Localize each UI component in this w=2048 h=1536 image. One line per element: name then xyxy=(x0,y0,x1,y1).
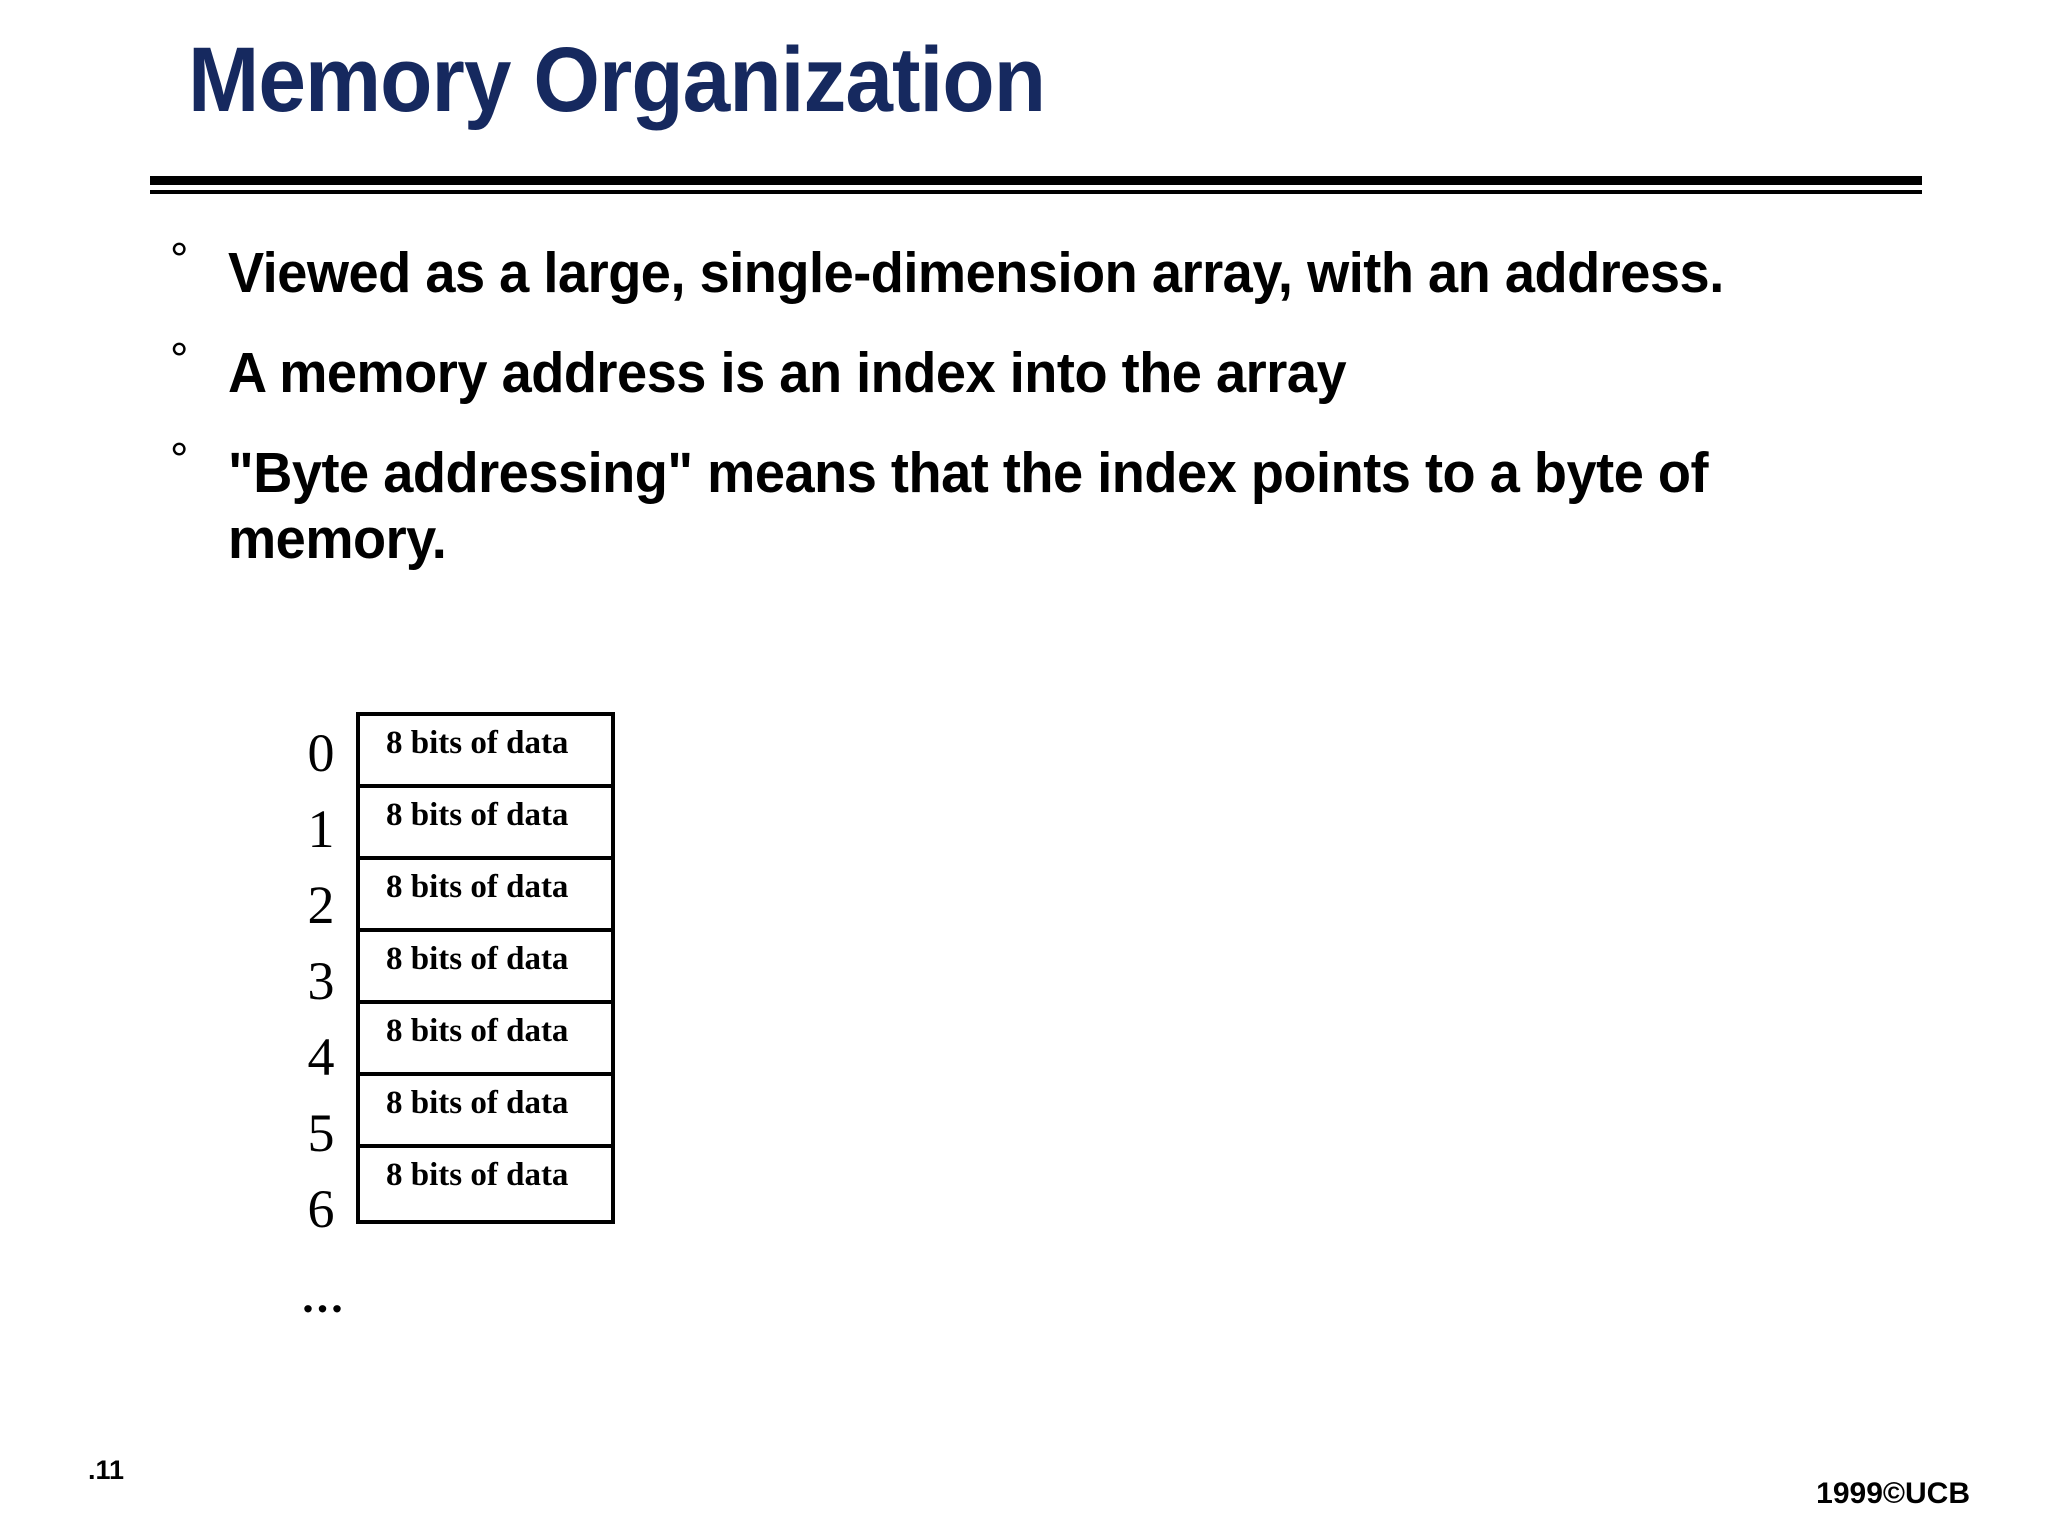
bullet-text-2: A memory address is an index into the ar… xyxy=(228,341,1347,405)
memory-row: 8 bits of data xyxy=(360,1148,611,1220)
page-title: Memory Organization xyxy=(188,29,1046,131)
memory-index-1: 1 xyxy=(307,799,335,859)
bullet-text-3: "Byte addressing" means that the index p… xyxy=(228,441,1709,571)
bullet-item-2: ° A memory address is an index into the … xyxy=(170,336,1960,406)
memory-cell-text: 8 bits of data xyxy=(386,797,569,833)
title-block: Memory Organization xyxy=(150,28,1925,194)
memory-index-4: 4 xyxy=(307,1027,335,1087)
memory-row: 8 bits of data xyxy=(360,716,611,788)
memory-row: 8 bits of data xyxy=(360,932,611,1004)
memory-row: 8 bits of data xyxy=(360,1076,611,1148)
bullet-text-1: Viewed as a large, single-dimension arra… xyxy=(228,241,1724,305)
memory-cell-text: 8 bits of data xyxy=(386,725,569,761)
memory-cell-text: 8 bits of data xyxy=(386,869,569,905)
memory-table: 8 bits of data 8 bits of data 8 bits of … xyxy=(356,712,615,1224)
memory-cell-text: 8 bits of data xyxy=(386,1013,569,1049)
memory-index-3: 3 xyxy=(307,951,335,1011)
bullet-item-1: ° Viewed as a large, single-dimension ar… xyxy=(170,236,1960,306)
memory-row: 8 bits of data xyxy=(360,1004,611,1076)
footer-page-number: .11 xyxy=(88,1455,125,1485)
degree-bullet-icon: ° xyxy=(170,433,189,485)
memory-cell-text: 8 bits of data xyxy=(386,941,569,977)
title-rule-thick xyxy=(150,176,1922,185)
memory-index-0: 0 xyxy=(307,723,335,783)
bullet-list: ° Viewed as a large, single-dimension ar… xyxy=(170,236,1960,606)
title-rule-thin xyxy=(150,190,1922,194)
memory-row: 8 bits of data xyxy=(360,788,611,860)
degree-bullet-icon: ° xyxy=(170,233,189,285)
memory-cell-text: 8 bits of data xyxy=(386,1157,569,1193)
memory-row: 8 bits of data xyxy=(360,860,611,932)
bullet-item-3: ° "Byte addressing" means that the index… xyxy=(170,436,1960,572)
footer-copyright: 1999©UCB xyxy=(1816,1477,1970,1510)
memory-index-2: 2 xyxy=(307,875,335,935)
memory-index-6: 6 xyxy=(307,1179,335,1239)
memory-index-5: 5 xyxy=(307,1103,335,1163)
memory-continuation-ellipsis: ... xyxy=(302,1271,346,1322)
memory-cell-text: 8 bits of data xyxy=(386,1085,569,1121)
degree-bullet-icon: ° xyxy=(170,333,189,385)
